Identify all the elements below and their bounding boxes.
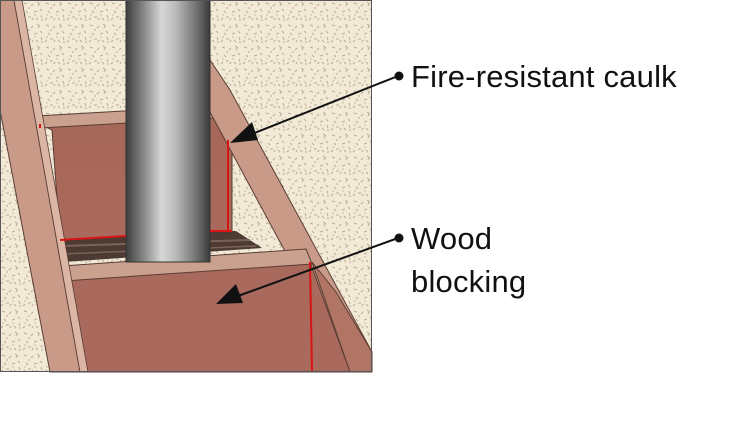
bullet-dot-icon <box>394 233 404 243</box>
bullet-dot-icon <box>394 71 404 81</box>
blocking-leader <box>216 233 404 304</box>
caulk-leader <box>230 71 404 143</box>
arrow-pointer-icon <box>216 284 243 304</box>
vent-pipe <box>125 0 211 263</box>
caulk-label: Fire-resistant caulk <box>411 59 677 94</box>
arrow-pointer-icon <box>230 122 258 143</box>
diagram-frame <box>0 0 372 372</box>
blocking-label-line2: blocking <box>411 264 527 299</box>
caulk-lines <box>39 124 313 373</box>
blocking-label-line1: Wood <box>411 221 493 256</box>
